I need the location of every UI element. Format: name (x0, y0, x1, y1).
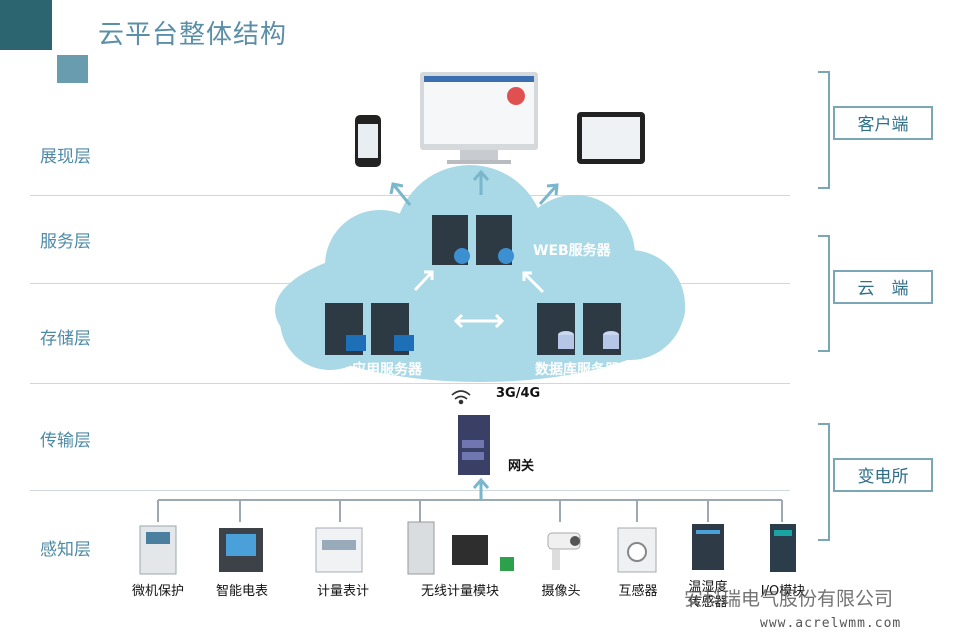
smart-meter-icon (219, 528, 263, 572)
tag-cloud: 云 端 (833, 270, 933, 304)
network-label: 3G/4G (496, 386, 541, 401)
protection-relay-icon (139, 525, 177, 575)
bracket-substation (818, 423, 830, 541)
gateway-label: 网关 (508, 459, 535, 474)
watermark-url: www.acrelwmm.com (760, 616, 902, 631)
camera-icon (547, 532, 581, 570)
gateway-icon (458, 415, 490, 475)
wireless-module-icon (407, 521, 514, 575)
decor-square-dark (0, 0, 52, 50)
energy-meter-icon (315, 527, 363, 573)
decor-square-light (57, 55, 88, 83)
layer-label-storage: 存储层 (40, 329, 91, 349)
watermark-company: 安科瑞电气股份有限公司 (684, 588, 894, 610)
web-server-icon (432, 215, 514, 265)
device-label: 温湿度 传感器 (688, 580, 728, 610)
cloud-arrows (413, 270, 545, 329)
page-title: 云平台整体结构 (98, 20, 288, 50)
layer-label-service: 服务层 (40, 232, 91, 252)
temp-humidity-sensor-icon (692, 524, 724, 570)
device-label: 无线计量模块 (420, 584, 499, 599)
layer-divider (30, 490, 790, 491)
device-label: 摄像头 (541, 584, 581, 599)
db-server-icon (537, 303, 621, 355)
device-label: 微机保护 (131, 584, 184, 599)
up-arrows (389, 169, 559, 206)
wifi-icon (451, 390, 471, 405)
layer-label-transport: 传输层 (40, 431, 91, 451)
device-bus (157, 499, 783, 522)
web-server-label: WEB服务器 (533, 243, 611, 259)
app-server-icon (325, 303, 414, 355)
phone-icon (355, 115, 381, 167)
db-server-label: 数据库服务器 (535, 362, 619, 378)
monitor-icon (420, 72, 538, 164)
bracket-cloud (818, 235, 830, 352)
bracket-client (818, 71, 830, 189)
device-label: I/O模块 (760, 584, 806, 599)
tablet-icon (577, 112, 645, 164)
layer-label-perception: 感知层 (40, 540, 91, 560)
device-label: 计量表计 (316, 584, 369, 599)
device-label: 智能电表 (215, 584, 268, 599)
tag-client: 客户端 (833, 106, 933, 140)
layer-label-presentation: 展现层 (40, 147, 91, 167)
tag-substation: 变电所 (833, 458, 933, 492)
device-label: 互感器 (618, 584, 658, 599)
app-server-label: 应用服务器 (352, 362, 422, 378)
current-transformer-icon (617, 527, 657, 573)
layer-divider (30, 383, 790, 384)
gateway-arrow (472, 477, 490, 500)
io-module-icon (770, 524, 796, 572)
